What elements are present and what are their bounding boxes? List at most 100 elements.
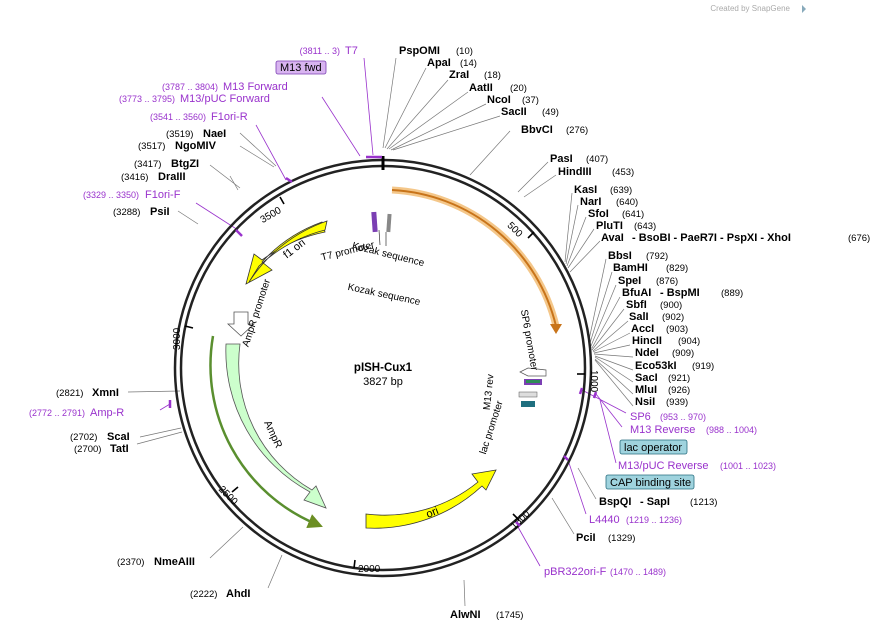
boxed-m13-fwd[interactable]: M13 fwd	[275, 60, 327, 75]
primer-amp-r[interactable]: (2772 .. 2791) Amp-R	[29, 407, 124, 419]
enzyme-nmeaiii-pos: (2370)	[117, 557, 144, 568]
enzyme-mlui[interactable]: MluI	[635, 384, 657, 396]
enzyme-pcii[interactable]: PciI	[576, 532, 596, 544]
enzyme-sfoi-pos: (641)	[622, 209, 644, 220]
primer-t7[interactable]: (3811 .. 3) T7	[300, 45, 358, 57]
enzyme-avai-pos: (676)	[848, 233, 870, 244]
tick-label-1500: 1500	[509, 508, 533, 532]
feature-ampr[interactable]: AmpR	[225, 343, 327, 509]
enzyme-kasi[interactable]: KasI	[574, 184, 597, 196]
primer-f1ori-r[interactable]: (3541 .. 3560) F1ori-R	[150, 111, 248, 123]
enzyme-alwni-pos: (1745)	[496, 610, 523, 621]
enzyme-sfoi[interactable]: SfoI	[588, 208, 609, 220]
enzyme-nsii[interactable]: NsiI	[635, 396, 655, 408]
enzyme-acci[interactable]: AccI	[631, 323, 654, 335]
enzyme-avai[interactable]: AvaI	[601, 232, 624, 244]
primer-l4440-name: L4440	[589, 514, 620, 526]
primer-m13-reverse-pos: (988 .. 1004)	[706, 425, 757, 435]
enzyme-eco53ki[interactable]: Eco53kI	[635, 360, 677, 372]
enzyme-sbfi-pos: (900)	[660, 300, 682, 311]
enzyme-spei-pos: (876)	[656, 276, 678, 287]
kozak-label-1: Kozak sequence	[351, 241, 426, 270]
enzyme-bbvci[interactable]: BbvCI	[521, 124, 553, 136]
primer-m13-reverse[interactable]: M13 Reverse (988 .. 1004)	[630, 424, 757, 436]
enzyme-hindiii[interactable]: HindIII	[558, 166, 592, 178]
primer-t7-pos: (3811 .. 3)	[300, 46, 340, 56]
primer-m13-puc-forward[interactable]: (3773 .. 3795) M13/pUC Forward	[119, 93, 270, 105]
feature-f1-ori[interactable]: f1 ori	[245, 220, 328, 285]
enzyme-spei[interactable]: SpeI	[618, 275, 641, 287]
enzyme-draiii[interactable]: DraIII	[158, 171, 186, 183]
enzyme-nari-pos: (640)	[616, 197, 638, 208]
feature-ori[interactable]: ori	[365, 469, 497, 529]
enzyme-sbfi[interactable]: SbfI	[626, 299, 647, 311]
primer-pbr322ori-f-name: pBR322ori-F	[544, 566, 607, 578]
enzyme-apai[interactable]: ApaI	[427, 57, 451, 69]
enzyme-eco53ki-pos: (919)	[692, 361, 714, 372]
leader-lines	[127, 57, 634, 607]
enzyme-labels: PspOMI (10) ApaI (14) ZraI (18) AatII (2…	[56, 45, 870, 621]
enzyme-bspqi-isoschizomers: - SapI	[640, 496, 670, 508]
enzyme-sacii[interactable]: SacII	[501, 106, 527, 118]
enzyme-hincii-pos: (904)	[678, 336, 700, 347]
primer-f1ori-f-pos: (3329 .. 3350)	[83, 190, 139, 200]
enzyme-bbsi[interactable]: BbsI	[608, 250, 632, 262]
enzyme-bspqi-pos: (1213)	[690, 497, 717, 508]
enzyme-hincii[interactable]: HincII	[632, 335, 662, 347]
m13-fwd-label: M13 fwd	[280, 62, 322, 74]
enzyme-xmni[interactable]: XmnI	[92, 387, 119, 399]
enzyme-pspomi[interactable]: PspOMI	[399, 45, 440, 57]
enzyme-pasi[interactable]: PasI	[550, 153, 573, 165]
enzyme-avai-isoschizomers: - BsoBI - PaeR7I - PspXI - XhoI	[632, 232, 791, 244]
enzyme-sali[interactable]: SalI	[629, 311, 649, 323]
primer-m13-puc-reverse[interactable]: M13/pUC Reverse (1001 .. 1023)	[618, 460, 776, 472]
snapgene-logo-icon	[802, 5, 806, 13]
enzyme-draiii-pos: (3416)	[121, 172, 148, 183]
primer-l4440[interactable]: L4440 (1219 .. 1236)	[589, 514, 682, 526]
enzyme-ndei[interactable]: NdeI	[635, 347, 659, 359]
enzyme-kasi-pos: (639)	[610, 185, 632, 196]
enzyme-nari[interactable]: NarI	[580, 196, 601, 208]
enzyme-aatii-pos: (20)	[510, 83, 527, 94]
enzyme-bspqi[interactable]: BspQI	[599, 496, 631, 508]
enzyme-apai-pos: (14)	[460, 58, 477, 69]
enzyme-alwni[interactable]: AlwNI	[450, 609, 481, 621]
enzyme-tati[interactable]: TatI	[110, 443, 129, 455]
enzyme-pluti[interactable]: PluTI	[596, 220, 623, 232]
enzyme-bbvci-pos: (276)	[566, 125, 588, 136]
enzyme-zrai-pos: (18)	[484, 70, 501, 81]
enzyme-saci[interactable]: SacI	[635, 372, 658, 384]
enzyme-naei[interactable]: NaeI	[203, 128, 226, 140]
primer-f1ori-f[interactable]: (3329 .. 3350) F1ori-F	[83, 189, 181, 201]
amp-outer-arc	[209, 335, 323, 529]
enzyme-ahdi[interactable]: AhdI	[226, 588, 250, 600]
enzyme-zrai[interactable]: ZraI	[449, 69, 469, 81]
enzyme-ngomiv[interactable]: NgoMIV	[175, 140, 217, 152]
tick-marks	[184, 196, 585, 569]
insert-arrow-icon	[550, 324, 562, 334]
enzyme-bamhi[interactable]: BamHI	[613, 262, 648, 274]
enzyme-scai[interactable]: ScaI	[107, 431, 130, 443]
primer-m13-forward-pos: (3787 .. 3804)	[162, 82, 218, 92]
enzyme-bfuai[interactable]: BfuAI	[622, 287, 651, 299]
primer-f1ori-r-pos: (3541 .. 3560)	[150, 112, 206, 122]
boxed-lac-operator[interactable]: lac operator	[619, 439, 688, 455]
backbone-ring	[173, 156, 593, 578]
primer-f1ori-f-name: F1ori-F	[145, 189, 181, 201]
enzyme-aatii[interactable]: AatII	[469, 82, 493, 94]
primer-m13-forward[interactable]: (3787 .. 3804) M13 Forward	[162, 81, 288, 93]
enzyme-btgzi[interactable]: BtgZI	[171, 158, 199, 170]
plasmid-size: 3827 bp	[363, 376, 403, 388]
primer-pbr322ori-f[interactable]: pBR322ori-F (1470 .. 1489)	[544, 566, 666, 578]
enzyme-nmeaiii[interactable]: NmeAIII	[154, 556, 195, 568]
enzyme-psii[interactable]: PsiI	[150, 206, 170, 218]
primer-m13-forward-name: M13 Forward	[223, 81, 288, 93]
snapgene-watermark: Created by SnapGene	[710, 4, 806, 13]
primer-sp6[interactable]: SP6 (953 .. 970)	[630, 411, 706, 423]
boxed-cap-binding-site[interactable]: CAP binding site	[605, 474, 695, 490]
feature-ampr-promoter[interactable]: AmpR promoter	[226, 277, 273, 348]
enzyme-acci-pos: (903)	[666, 324, 688, 335]
enzyme-ncoi[interactable]: NcoI	[487, 94, 511, 106]
primer-marks	[168, 155, 598, 527]
